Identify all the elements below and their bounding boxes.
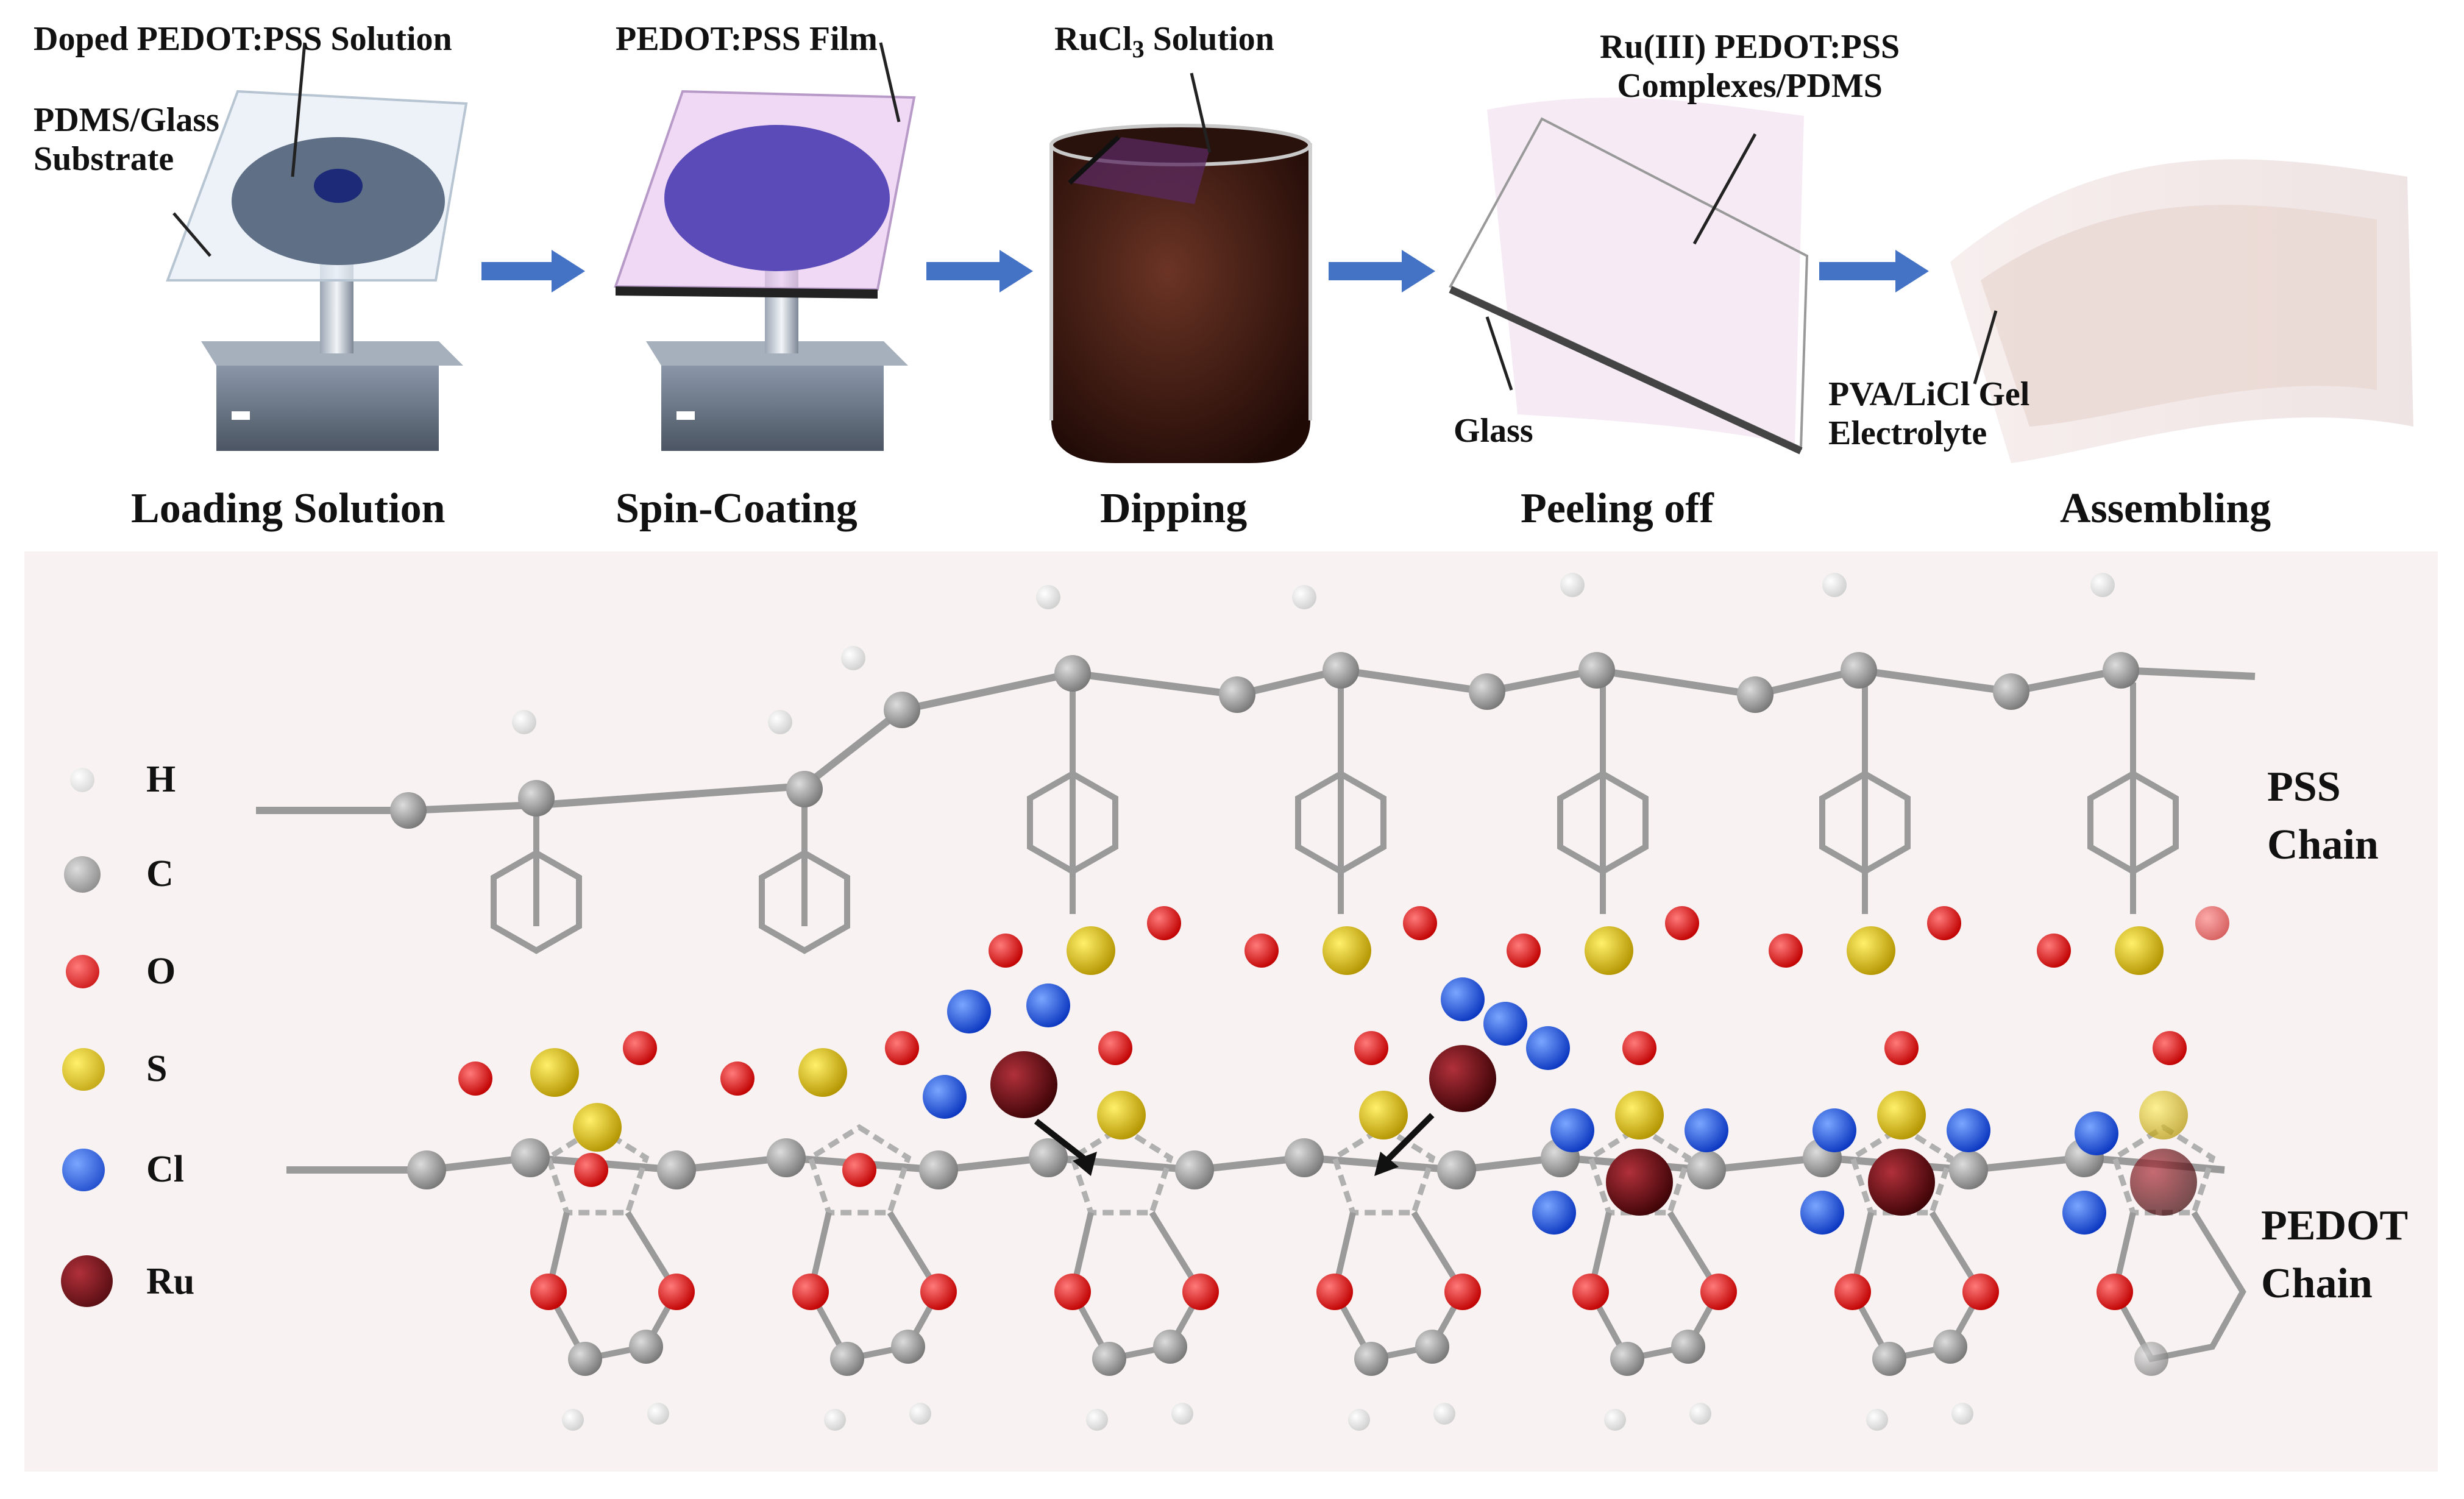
pss-chain-label: PSS Chain — [2267, 759, 2379, 874]
legend-swatch-h — [70, 768, 94, 792]
legend-label-c: C — [146, 853, 174, 895]
legend-swatch-c — [64, 856, 101, 893]
callout-glass: Glass — [1454, 412, 1533, 450]
callout-gel-line1: PVA/LiCl Gel — [1828, 375, 2030, 413]
step-title-spin: Spin-Coating — [616, 485, 857, 532]
process-arrow-4 — [1819, 250, 1929, 292]
legend-item-c: C — [61, 850, 244, 899]
beaker — [951, 73, 1414, 542]
legend-label-h: H — [146, 759, 176, 800]
ru-complexes — [923, 977, 2197, 1235]
callout-complex-line2: Complexes/PDMS — [1617, 67, 1883, 105]
legend-label-ru: Ru — [146, 1261, 195, 1302]
callout-gel: PVA/LiCl Gel Electrolyte — [1828, 375, 2029, 453]
legend-swatch-ru — [61, 1255, 113, 1307]
spin-coater-film — [614, 42, 916, 451]
legend-swatch-o — [66, 955, 99, 988]
callout-substrate: PDMS/Glass Substrate — [34, 101, 219, 179]
callout-substrate-line1: PDMS/Glass — [34, 101, 219, 139]
pedot-chain-label-line2: Chain — [2261, 1260, 2373, 1307]
callout-rucl3-tail: Solution — [1144, 20, 1274, 58]
callout-rucl3-sub: 3 — [1132, 35, 1145, 63]
pedot-chain-label: PEDOT Chain — [2261, 1197, 2408, 1313]
legend-label-o: O — [146, 951, 176, 992]
pss-rings — [491, 770, 2179, 954]
legend-item-ru: Ru — [61, 1255, 244, 1310]
legend-item-h: H — [61, 756, 244, 804]
legend-label-s: S — [146, 1048, 168, 1090]
legend-item-s: S — [61, 1045, 244, 1094]
legend-label-cl: Cl — [146, 1149, 184, 1190]
pedot-chain-label-line1: PEDOT — [2261, 1202, 2409, 1249]
step-title-loading: Loading Solution — [131, 485, 446, 532]
process-arrow-3 — [1329, 250, 1435, 292]
step-title-dipping: Dipping — [1100, 485, 1248, 532]
callout-substrate-line2: Substrate — [34, 140, 174, 179]
sulfonate-groups — [458, 906, 2229, 1187]
legend-swatch-s — [62, 1048, 105, 1091]
pss-units — [533, 682, 2136, 926]
step-title-peeling: Peeling off — [1521, 485, 1714, 532]
callout-complex-line1: Ru(III) PEDOT:PSS — [1600, 28, 1900, 66]
pss-chain-label-line2: Chain — [2267, 821, 2379, 868]
pss-chain-label-line1: PSS — [2267, 764, 2341, 810]
process-illustration — [166, 42, 2413, 542]
pss-backbone — [256, 666, 2256, 814]
callout-gel-line2: Electrolyte — [1828, 414, 1987, 453]
pss-atoms — [390, 573, 2139, 829]
step-title-assembling: Assembling — [2060, 485, 2271, 532]
callout-rucl3-main: RuCl — [1054, 20, 1132, 58]
spin-coater-loading — [166, 42, 468, 451]
pedot-atoms — [407, 1091, 2188, 1431]
legend-item-cl: Cl — [61, 1146, 244, 1194]
callout-rucl3: RuCl3 Solution — [1054, 19, 1274, 63]
callout-film: PEDOT:PSS Film — [616, 20, 878, 58]
legend-swatch-cl — [62, 1149, 105, 1191]
assembled-device — [1950, 159, 2413, 463]
callout-doped-solution: Doped PEDOT:PSS Solution — [34, 20, 452, 58]
callout-complex: Ru(III) PEDOT:PSS Complexes/PDMS — [1600, 27, 1900, 106]
process-arrow-2 — [926, 250, 1033, 292]
peeled-film — [1449, 97, 1809, 455]
legend-item-o: O — [61, 948, 244, 996]
process-arrow-1 — [481, 250, 585, 292]
